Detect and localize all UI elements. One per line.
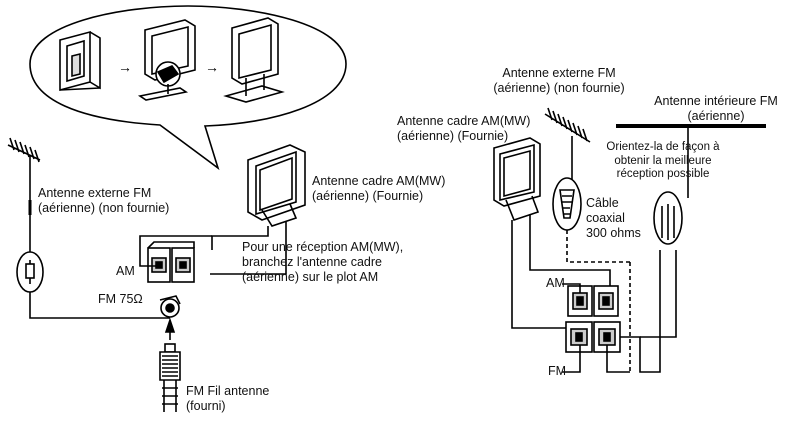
- left-am-loop-line-1: Antenne cadre AM(MW): [312, 174, 446, 188]
- right-fm-external-line-1: Antenne externe FM: [502, 66, 616, 80]
- right-fm-indoor-line-2: (aérienne): [687, 109, 745, 123]
- fm-indoor-antenna-icon: [616, 124, 766, 245]
- coax-cable-oval: [552, 177, 582, 231]
- right-fm-terminal-label: FM: [548, 364, 567, 378]
- right-fm-indoor-line-1: Antenne intérieure FM: [654, 94, 778, 108]
- svg-text:→: →: [205, 59, 219, 75]
- right-fm-indoor-label: Antenne intérieure FM (aérienne): [646, 94, 786, 124]
- assembly-callout-bubble: [29, 5, 347, 171]
- left-fm-wire-line-2: (fourni): [186, 399, 226, 413]
- left-fm-external-label: Antenne externe FM (aérienne) (non fourn…: [38, 186, 169, 216]
- left-am-terminal-label: AM: [116, 264, 135, 278]
- fm-external-antenna-right-icon: [544, 107, 591, 182]
- am-loop-antenna-right-icon: [493, 137, 541, 221]
- left-am-loop-line-2: (aérienne) (Fournie): [312, 189, 424, 203]
- svg-text:→: →: [118, 59, 132, 75]
- am-fm-terminal-blocks: [565, 285, 621, 353]
- left-fm-external-line-1: Antenne externe FM: [38, 186, 152, 200]
- fm-75-ohm-jack: [159, 295, 181, 318]
- right-orient-line-1: Orientez-la de façon à: [606, 141, 720, 153]
- left-am-note-label: Pour une réception AM(MW), branchez l'an…: [242, 240, 403, 285]
- left-fm-external-line-2: (aérienne) (non fournie): [38, 201, 170, 215]
- left-am-loop-label: Antenne cadre AM(MW) (aérienne) (Fournie…: [312, 174, 445, 204]
- am-terminal-block: [147, 241, 195, 283]
- right-fm-external-line-2: (aérienne) (non fournie): [493, 81, 625, 95]
- right-coax-label: Câble coaxial 300 ohms: [586, 196, 641, 241]
- fm-balun-adapter-icon: [16, 251, 44, 293]
- loop-antenna-step-2-icon: [137, 19, 196, 101]
- left-fm-wire-line-1: FM Fil antenne: [186, 384, 270, 398]
- loop-antenna-step-1-icon: [59, 30, 101, 92]
- right-am-loop-label: Antenne cadre AM(MW) (aérienne) (Fournie…: [397, 114, 530, 144]
- right-am-loop-line-2: (aérienne) (Fournie): [397, 129, 509, 143]
- right-am-loop-line-1: Antenne cadre AM(MW): [397, 114, 531, 128]
- left-fm-wire-label: FM Fil antenne (fourni): [186, 384, 269, 414]
- right-orient-line-2: obtenir la meilleure: [614, 154, 712, 167]
- right-fm-external-label: Antenne externe FM (aérienne) (non fourn…: [484, 66, 634, 96]
- right-am-terminal-label: AM: [546, 276, 565, 290]
- right-coax-line-3: 300 ohms: [586, 226, 641, 240]
- left-am-note-line-3: (aérienne) sur le plot AM: [242, 270, 379, 284]
- left-am-note-line-1: Pour une réception AM(MW),: [242, 240, 404, 254]
- fm-external-antenna-icon: [7, 137, 41, 240]
- loop-antenna-step-3-icon: [223, 17, 285, 103]
- left-am-note-line-2: branchez l'antenne cadre: [242, 255, 382, 269]
- right-orient-line-3: réception possible: [616, 168, 710, 180]
- right-orient-note: Orientez-la de façon à obtenir la meille…: [596, 141, 730, 182]
- am-loop-antenna-icon: [247, 144, 306, 227]
- fm-wire-antenna-plug-icon: [159, 343, 181, 412]
- right-coax-line-2: coaxial: [586, 211, 625, 225]
- right-coax-line-1: Câble: [586, 196, 619, 210]
- left-fm-75-label: FM 75Ω: [98, 292, 143, 306]
